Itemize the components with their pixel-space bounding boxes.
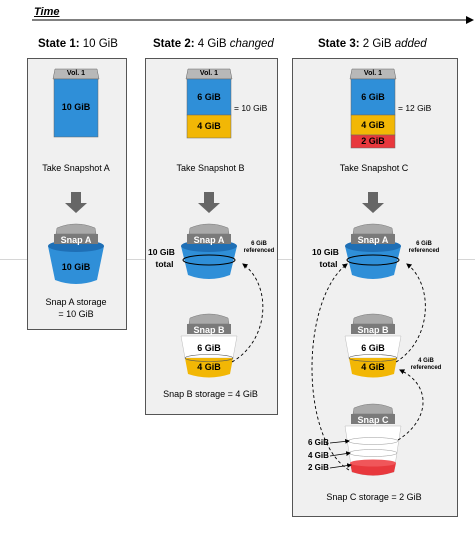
snap-a-label-1: Snap A	[60, 235, 92, 245]
total-label-3: 10 GiB total	[312, 247, 339, 269]
s2-vol-block-4: 4 GiB	[197, 121, 221, 131]
snap-b-upper-2: 6 GiB	[197, 343, 221, 353]
c-level-6: 6 GiB	[308, 438, 329, 447]
storage-s1: Snap A storage= 10 GiB	[45, 297, 107, 319]
ref-arc-c-to-b-state-3	[397, 369, 424, 441]
pointer-6gib	[329, 439, 350, 444]
snap-b-bucket-state-3	[344, 313, 402, 378]
down-arrow-3	[362, 192, 384, 213]
take-snapshot-a: Take Snapshot A	[42, 163, 110, 173]
snap-a-bucket-state-1	[48, 223, 104, 284]
state-3-volume	[349, 68, 397, 149]
snap-b-label-3: Snap B	[357, 325, 389, 335]
take-snapshot-c: Take Snapshot C	[339, 163, 409, 173]
storage-s2: Snap B storage = 4 GiB	[163, 389, 258, 399]
vol-tag-3: Vol. 1	[363, 70, 383, 77]
c-level-4: 4 GiB	[308, 451, 329, 460]
state-1-volume	[52, 68, 100, 138]
state-2-title: State 2: 4 GiB changed	[153, 38, 274, 50]
time-label: Time	[34, 6, 60, 18]
vol-tag-2: Vol. 1	[199, 70, 219, 77]
s3-vol-block-4: 4 GiB	[361, 120, 385, 130]
snap-a-label-3: Snap A	[357, 235, 389, 245]
ref-arc-b-to-a-state-2	[231, 263, 264, 363]
snap-a-label-2: Snap A	[193, 235, 225, 245]
total-label-2: 10 GiB total	[148, 247, 175, 269]
take-snapshot-b: Take Snapshot B	[176, 163, 245, 173]
state-2-volume	[185, 68, 233, 139]
state-1-title: State 1: 10 GiB	[38, 38, 118, 50]
down-arrow-2	[198, 192, 220, 213]
s2-vol-total: = 10 GiB	[234, 103, 268, 113]
snap-a-fill-1: 10 GiB	[61, 262, 91, 272]
snap-c-bucket-state-3	[344, 403, 402, 476]
down-arrows	[65, 192, 384, 213]
snap-b-fill-3: 4 GiB	[361, 362, 385, 372]
vol-tag-1: Vol. 1	[66, 70, 86, 77]
pointer-4gib	[329, 451, 351, 457]
ref-arc-c-to-a-state-3	[311, 263, 350, 471]
storage-s3: Snap C storage = 2 GiB	[326, 492, 422, 502]
snap-b-fill-2: 4 GiB	[197, 362, 221, 372]
s1-vol-block: 10 GiB	[61, 102, 91, 112]
c-level-2: 2 GiB	[308, 463, 329, 472]
snap-b-bucket-state-2	[180, 313, 238, 378]
s2-vol-block-6: 6 GiB	[197, 92, 221, 102]
time-arrow-head	[466, 16, 474, 24]
s3-vol-block-6: 6 GiB	[361, 92, 385, 102]
snap-a-bucket-state-2	[181, 223, 237, 279]
pointer-2gib	[329, 463, 352, 469]
s3-vol-total: = 12 GiB	[398, 103, 432, 113]
ref-arc-b-to-a-state-3	[395, 263, 426, 363]
s3-vol-block-2: 2 GiB	[361, 136, 385, 146]
state-3-title: State 3: 2 GiB added	[318, 38, 427, 50]
snap-b-label-2: Snap B	[193, 325, 225, 335]
snap-b-upper-3: 6 GiB	[361, 343, 385, 353]
down-arrow-1	[65, 192, 87, 213]
snap-a-bucket-state-3	[345, 223, 401, 279]
snap-c-label-3: Snap C	[357, 415, 389, 425]
